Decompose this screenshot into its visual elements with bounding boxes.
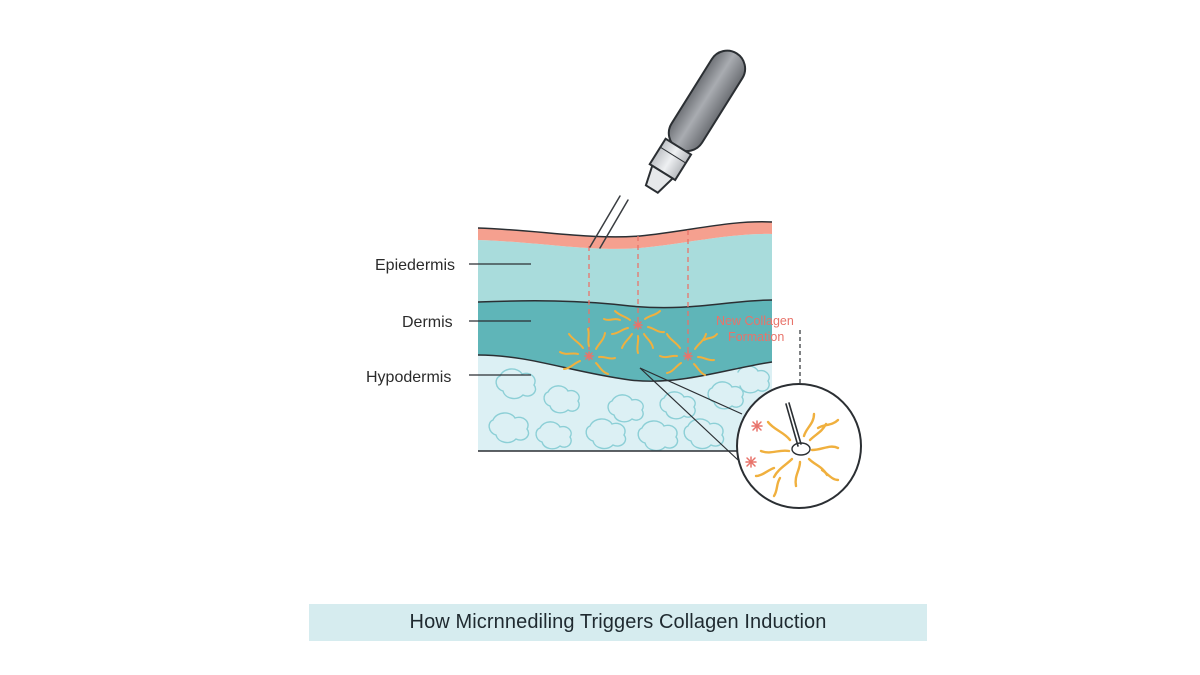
epidermis-layer: [478, 233, 772, 308]
injury-marker: [584, 351, 594, 361]
label-epidermis: Epiedermis: [375, 257, 455, 274]
injury-marker: [745, 456, 757, 468]
zoom-needle: [785, 402, 802, 447]
magnified-detail-icon: [736, 383, 862, 509]
diagram-caption: How Micrnnediling Triggers Collagen Indu…: [409, 611, 827, 633]
injury-marker: [683, 351, 693, 361]
microneedle-pen-icon: [589, 49, 747, 249]
pen-nozzle: [644, 164, 675, 195]
hypodermis-layer: [478, 355, 772, 451]
layer-labels: Epiedermis Dermis Hypodermis: [366, 257, 531, 386]
label-hypodermis: Hypodermis: [366, 369, 451, 386]
collagen-callout: New Collagen Formation: [716, 314, 801, 383]
injury-marker: [633, 320, 643, 330]
zoom-connector-lines: [639, 367, 743, 461]
collagen-fibers: [559, 310, 718, 376]
needle-channels: [588, 230, 689, 352]
label-dermis: Dermis: [402, 314, 453, 331]
dermis-layer: [478, 300, 772, 382]
pen-barrel: [667, 49, 747, 153]
needle-tips: [589, 195, 629, 249]
layer-outlines: [477, 221, 773, 452]
callout-line-1: New Collagen: [716, 314, 794, 328]
micro-injury-markers: [584, 320, 693, 361]
injury-marker: [751, 420, 763, 432]
skin-cross-section: [477, 221, 773, 452]
callout-line-2: Formation: [728, 330, 784, 344]
caption-bar: How Micrnnediling Triggers Collagen Indu…: [309, 604, 927, 641]
